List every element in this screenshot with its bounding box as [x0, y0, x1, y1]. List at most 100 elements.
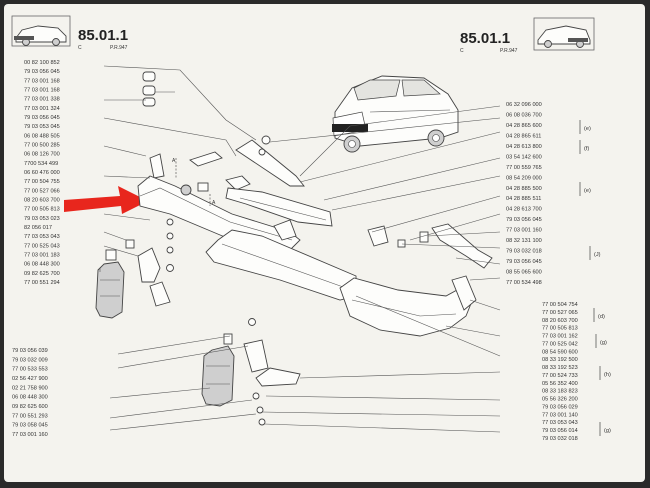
part-number-label: 08 55 065 600 — [506, 270, 542, 276]
part-number-label: 08 54 209 000 — [506, 175, 542, 181]
part-number-label: 77 00 505 813 — [542, 326, 578, 332]
left-part-labels: 00 82 100 852 79 03 056 045 77 03 001 168 7… — [24, 60, 60, 286]
part-number-label: 77 03 001 168 — [24, 78, 60, 84]
part-number-label: 79 03 056 045 — [506, 217, 542, 223]
part-number-label: 77 03 001 140 — [542, 412, 578, 418]
part-number-label: 79 03 056 045 — [24, 115, 60, 121]
part-number-label: 79 03 053 023 — [24, 216, 60, 222]
car-illustration-icon — [332, 75, 459, 153]
part-number-label: 79 03 056 039 — [12, 348, 48, 354]
part-number-label: 03 54 142 600 — [506, 154, 542, 160]
part-number-label: 08 32 131 100 — [506, 238, 542, 244]
part-number-label: 06 08 488 505 — [24, 133, 60, 139]
header-left: 85.01.1 C P.R.947 — [11, 15, 128, 51]
part-number-label: 79 03 032 018 — [542, 436, 578, 442]
part-number-label: 08 20 603 700 — [24, 198, 60, 204]
part-number-label: 04 28 865 600 — [506, 123, 542, 129]
bracket-marker: (g) — [604, 428, 611, 434]
part-number-label: 04 28 865 611 — [506, 133, 541, 139]
bottom-right-part-labels: 77 00 504 754 77 00 527 065 08 20 603 700 7… — [542, 302, 578, 442]
part-number-label: 77 03 001 160 — [12, 432, 48, 438]
bracket-marker: (g) — [600, 340, 607, 346]
part-number-label: 77 00 559 765 — [506, 165, 542, 171]
part-number-label: 79 03 058 045 — [12, 423, 48, 429]
indicator-lamp-lower — [201, 333, 235, 407]
part-number-label: 77 03 001 183 — [24, 253, 60, 259]
car-front-bumper — [332, 124, 368, 132]
header-letter-right: C — [460, 48, 464, 54]
part-number-label: 77 00 504 755 — [24, 179, 60, 185]
part-number-label: 08 33 192 500 — [542, 357, 578, 363]
part-number-label: 08 54 590 600 — [542, 349, 578, 355]
part-number-label: 08 33 183 823 — [542, 389, 578, 395]
header-car-thumbnail-left — [11, 15, 71, 47]
part-number-label: 09 82 625 700 — [24, 271, 60, 277]
part-number-label: 77 03 001 168 — [24, 88, 60, 94]
part-number-label: 05 56 352 400 — [542, 381, 578, 387]
part-number-label: 79 03 032 018 — [506, 249, 542, 255]
header-car-thumbnail-right — [533, 17, 595, 51]
part-number-label: 77 03 001 160 — [506, 228, 542, 234]
part-number-label: 77 03 053 043 — [24, 234, 60, 240]
part-number-label: 82 056 017 — [24, 225, 52, 231]
part-number-label: 77 00 534 498 — [506, 280, 542, 286]
part-number-label: 77 03 001 324 — [24, 106, 60, 112]
part-number-label: 77 00 525 043 — [24, 243, 60, 249]
part-number-label: 79 03 056 029 — [542, 405, 578, 411]
header-right: 85.01.1 C P.R.947 — [460, 17, 595, 54]
bumper-blade-right — [339, 277, 475, 337]
header-code-left: 85.01.1 — [78, 27, 128, 44]
bracket-marker: (d) — [598, 314, 605, 320]
part-number-label: 06 08 036 700 — [506, 113, 542, 119]
bracket-marker: (e) — [584, 188, 591, 194]
part-number-label: 04 28 613 700 — [506, 207, 542, 213]
part-number-label: 79 03 056 014 — [542, 428, 578, 434]
part-number-label: 77 00 527 065 — [542, 310, 578, 316]
part-number-label: 79 03 053 045 — [24, 124, 60, 130]
part-number-label: 77 03 053 043 — [542, 420, 578, 426]
part-number-label: 77 00 524 733 — [542, 373, 578, 379]
part-number-label: 79 03 032 009 — [12, 357, 48, 363]
part-number-label: 77 00 551 294 — [24, 280, 60, 286]
part-number-label: 79 03 056 045 — [506, 259, 542, 265]
part-number-label: 77 00 551 293 — [12, 413, 48, 419]
part-number-label: 77 00 525 042 — [542, 341, 578, 347]
part-number-label: 77 00 504 754 — [542, 302, 578, 308]
right-part-labels: 06 32 096 000 06 08 036 700 04 28 865 600 0… — [506, 102, 542, 286]
part-number-label: 09 82 625 600 — [12, 404, 48, 410]
bracket-markers: (e)(f)(e)(J)(d)(g)(h)(g) — [579, 120, 611, 436]
bracket-marker: (f) — [584, 146, 589, 152]
header-letter-left: C — [78, 45, 82, 51]
part-number-label: 08 20 603 700 — [542, 318, 578, 324]
part-number-label: 02 21 758 900 — [12, 385, 48, 391]
red-arrow-icon — [64, 186, 148, 214]
part-number-label: 05 56 326 200 — [542, 397, 578, 403]
part-number-label: 06 08 448 300 — [24, 262, 60, 268]
bumper-support-bar — [225, 187, 333, 227]
part-number-label: 77 00 500 285 — [24, 143, 60, 149]
bracket-marker: (e) — [584, 126, 591, 132]
part-number-label: 04 28 885 511 — [506, 196, 541, 202]
part-number-label: 77 00 505 813 — [24, 207, 60, 213]
part-number-label: 00 82 100 852 — [24, 60, 60, 66]
indicator-lamp-left — [95, 249, 125, 319]
parts-drawing: A A — [95, 65, 501, 433]
header-ref-right: P.R.947 — [500, 48, 518, 54]
header-ref-left: P.R.947 — [110, 45, 128, 51]
part-number-label: 06 60 476 000 — [24, 170, 60, 176]
part-number-label: 02 56 427 900 — [12, 376, 48, 382]
front-bracket-upper — [149, 153, 165, 179]
part-number-label: 04 28 885 500 — [506, 186, 542, 192]
bracket-marker: (J) — [594, 252, 601, 258]
bolt-group-top — [142, 71, 175, 107]
part-number-label: 04 28 613 800 — [506, 144, 542, 150]
part-number-label: 77 00 527 066 — [24, 188, 60, 194]
part-number-label: 08 33 192 523 — [542, 365, 578, 371]
part-number-label: 77 03 001 162 — [542, 334, 578, 340]
paper-page — [4, 4, 645, 482]
part-number-label: 06 32 096 000 — [506, 102, 542, 108]
part-number-label: 79 03 056 045 — [24, 69, 60, 75]
part-number-label: 77 03 001 338 — [24, 97, 60, 103]
